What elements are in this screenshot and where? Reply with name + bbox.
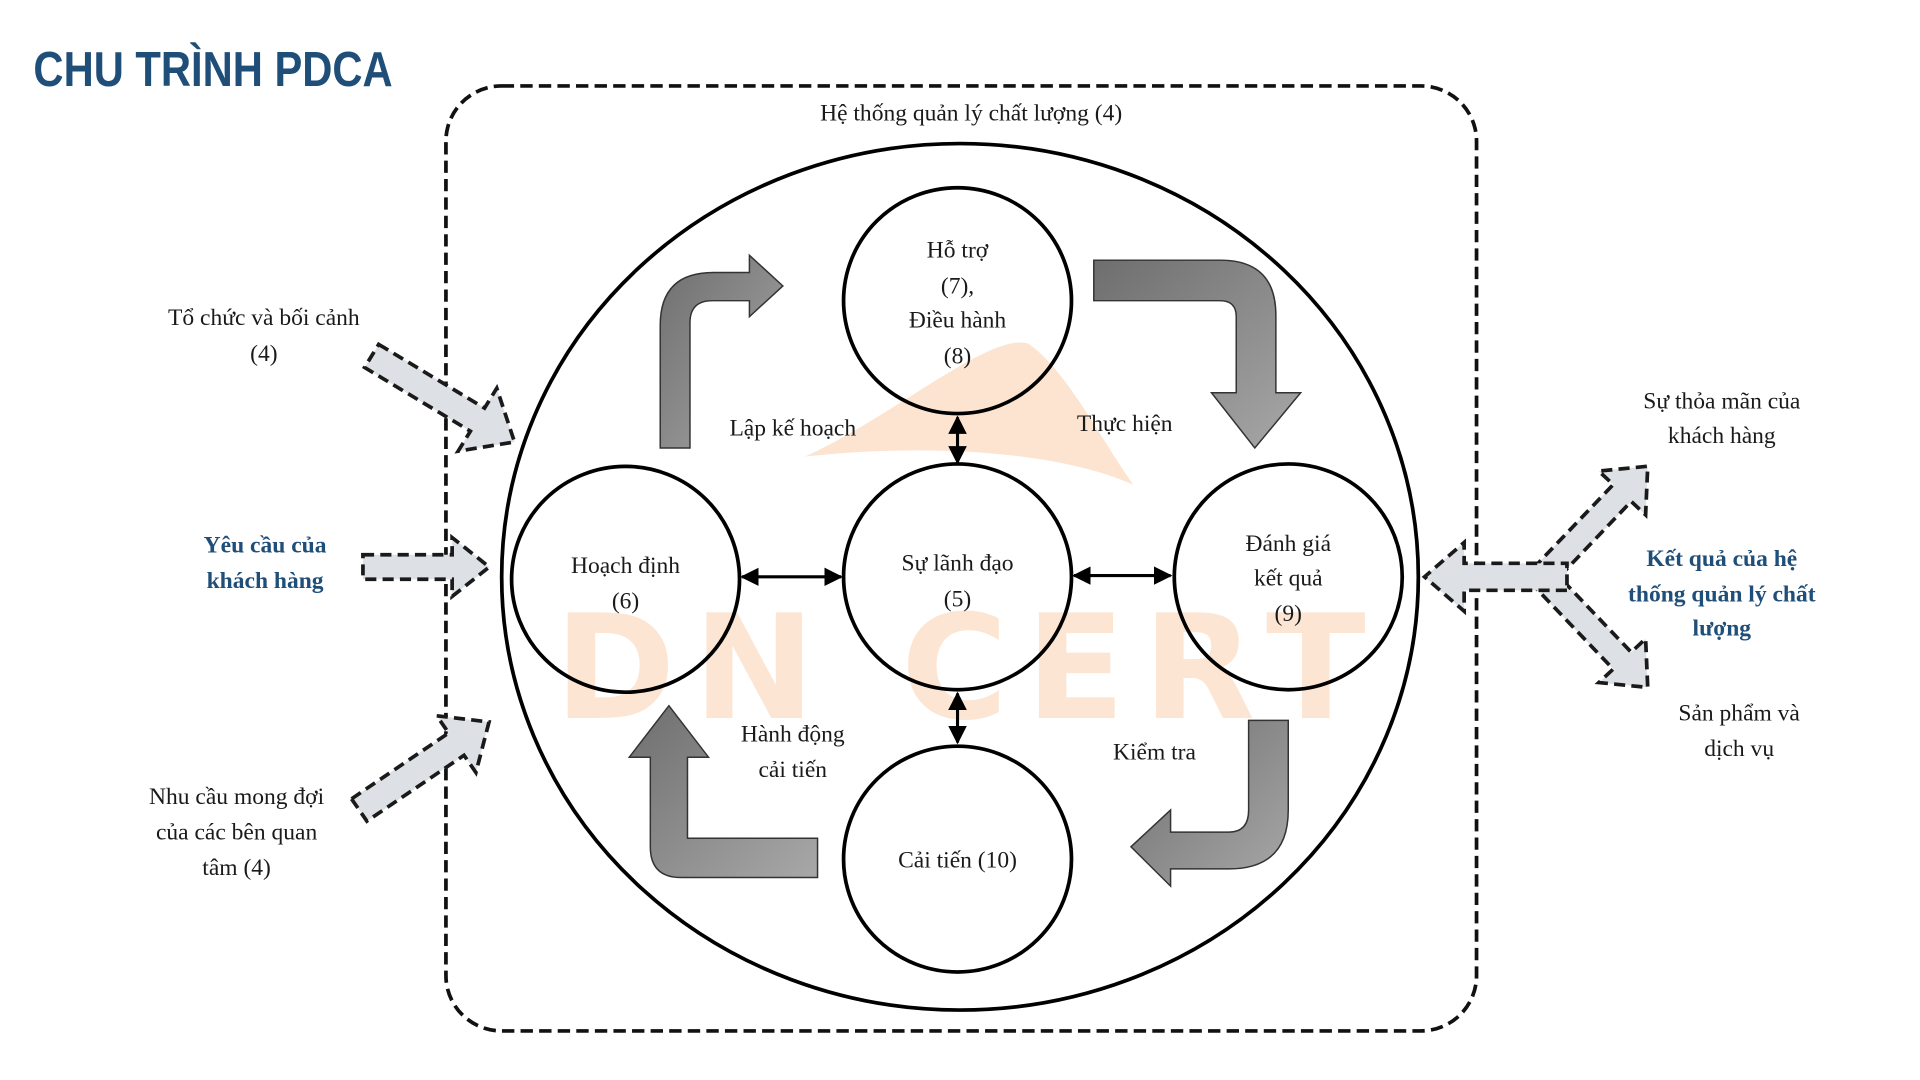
satisfaction-label-2: khách hàng — [1668, 423, 1776, 449]
evaluation-number: (9) — [1275, 601, 1302, 627]
context-label-1: Tổ chức và bối cảnh — [168, 305, 360, 331]
planning-number: (6) — [612, 589, 639, 615]
products-label-2: dịch vụ — [1704, 736, 1774, 762]
evaluation-circle — [1172, 462, 1405, 692]
plan-arrow — [659, 253, 784, 449]
customer-req-label-1: Yêu cầu của — [204, 532, 327, 558]
support-label: Hỗ trợ — [927, 238, 989, 264]
results-label-1: Kết quả của hệ — [1646, 546, 1797, 572]
act-arrow — [627, 704, 819, 879]
planning-circle — [509, 464, 742, 695]
leadership-number: (5) — [944, 586, 971, 612]
stakeholders-input-arrow — [348, 713, 492, 824]
plan-label: Lập kế hoạch — [729, 416, 856, 442]
evaluation-label-1: Đánh giá — [1245, 531, 1331, 557]
check-label: Kiểm tra — [1113, 740, 1197, 766]
act-label-2: cải tiến — [758, 757, 827, 783]
qms-label: Hệ thống quản lý chất lượng (4) — [820, 100, 1122, 126]
context-input-arrow — [361, 341, 517, 454]
leadership-circle — [841, 462, 1074, 692]
check-arrow — [1129, 719, 1290, 888]
do-label: Thực hiện — [1077, 411, 1173, 437]
products-label-1: Sản phẩm và — [1678, 701, 1800, 727]
customer-requirements-arrow — [361, 533, 493, 601]
results-label-2: thống quản lý chất — [1628, 581, 1816, 607]
context-label-2: (4) — [250, 341, 277, 367]
results-label-3: lượng — [1693, 616, 1752, 642]
page-title: CHU TRÌNH PDCA — [33, 41, 392, 97]
outer-circle — [499, 141, 1421, 1012]
operation-number: (8) — [944, 343, 971, 369]
improvement-circle — [841, 744, 1074, 974]
operation-label: Điều hành — [909, 308, 1007, 334]
act-label-1: Hành động — [741, 721, 845, 747]
support-number: (7), — [941, 273, 974, 299]
satisfaction-label-1: Sự thỏa mãn của — [1643, 389, 1801, 415]
support-operation-circle — [841, 185, 1074, 416]
output-arrows — [1421, 464, 1650, 690]
evaluation-label-2: kết quả — [1254, 566, 1323, 592]
improvement-label: Cải tiến (10) — [898, 848, 1017, 874]
customer-req-label-2: khách hàng — [207, 568, 324, 594]
stakeholders-label-1: Nhu cầu mong đợi — [149, 784, 325, 810]
planning-label: Hoạch định — [571, 553, 680, 579]
stakeholders-label-3: tâm (4) — [202, 855, 271, 881]
connectors — [740, 415, 1173, 745]
leadership-label: Sự lãnh đạo — [902, 551, 1014, 577]
do-arrow — [1093, 259, 1303, 450]
stakeholders-label-2: của các bên quan — [156, 820, 318, 846]
